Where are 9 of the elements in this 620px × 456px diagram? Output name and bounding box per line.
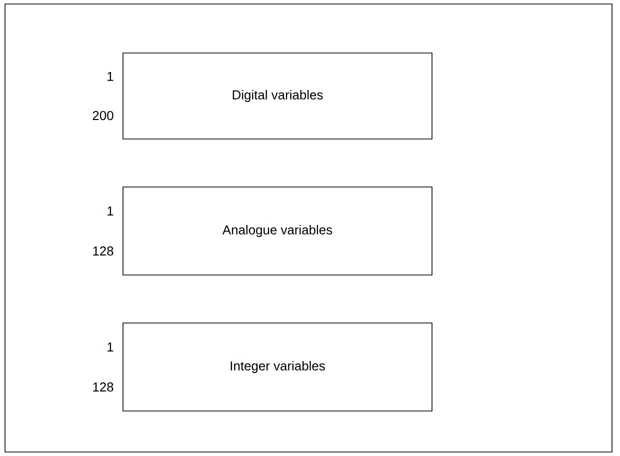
variable-box: Digital variables bbox=[122, 52, 432, 140]
range-number: 128 bbox=[93, 382, 114, 392]
range-number: 1 bbox=[108, 72, 114, 81]
range-number: 200 bbox=[92, 110, 114, 120]
range-number: 1 bbox=[108, 206, 114, 216]
variable-box: Integer variables bbox=[122, 322, 432, 412]
range-number: 1 bbox=[108, 342, 114, 352]
range-number: 128 bbox=[93, 246, 114, 256]
variable-box: Analogue variables bbox=[122, 186, 432, 276]
